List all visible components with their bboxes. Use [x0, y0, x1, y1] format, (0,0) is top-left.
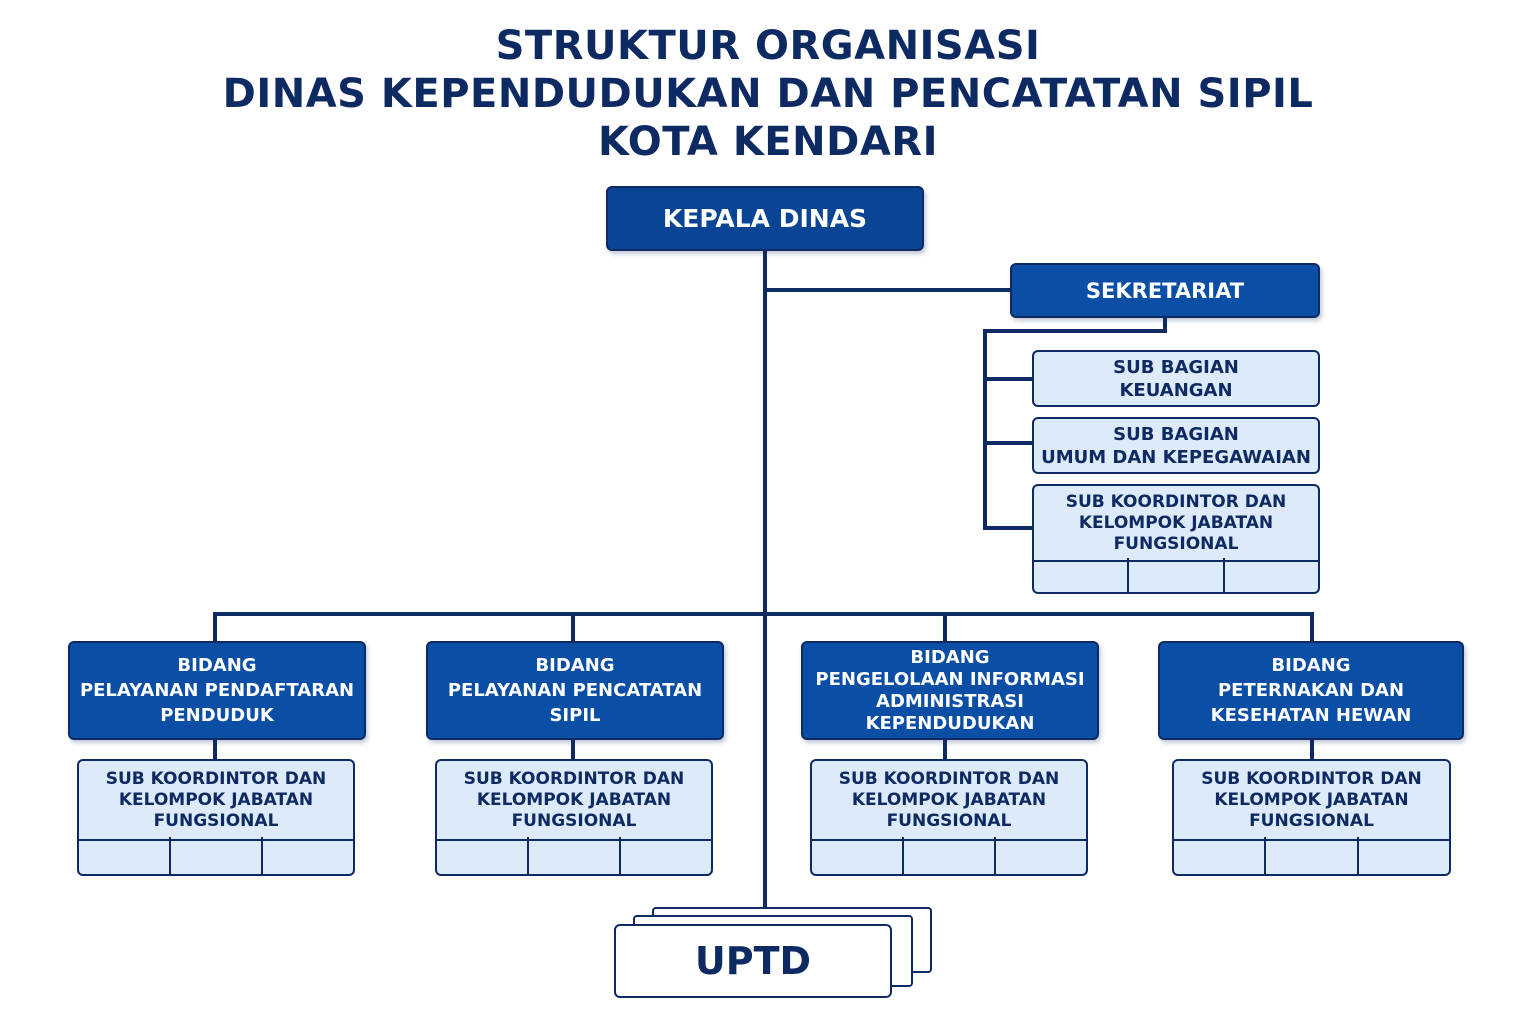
kfg-line-3: FUNGSIONAL	[886, 810, 1012, 831]
kfg-line-1: SUB KOORDINTOR DAN	[1201, 768, 1422, 789]
kfg-line-1: SUB KOORDINTOR DAN	[1065, 491, 1287, 512]
bidang-peternakan-kesehatan-hewan-box: BIDANG PETERNAKAN DAN KESEHATAN HEWAN	[1158, 641, 1464, 740]
kfg-cell	[812, 837, 904, 874]
kfg-cell	[1359, 837, 1449, 874]
chart-title-line-2: DINAS KEPENDUDUKAN DAN PENCATATAN SIPIL	[222, 71, 1314, 117]
sekretariat-kfg-box: SUB KOORDINTOR DAN KELOMPOK JABATAN FUNG…	[1032, 484, 1320, 594]
kfg-line-1: SUB KOORDINTOR DAN	[105, 768, 327, 789]
bidang-3-kfg-box: SUB KOORDINTOR DAN KELOMPOK JABATAN FUNG…	[810, 759, 1088, 876]
kfg-line-2: KELOMPOK JABATAN	[1078, 512, 1274, 533]
bidang-1-kfg-box: SUB KOORDINTOR DAN KELOMPOK JABATAN FUNG…	[77, 759, 355, 876]
bidang-4-kfg-box: SUB KOORDINTOR DAN KELOMPOK JABATAN FUNG…	[1172, 759, 1451, 876]
kfg-line-3: FUNGSIONAL	[1113, 533, 1239, 554]
sekretariat-label: SEKRETARIAT	[1085, 278, 1245, 303]
kfg-line-2: KELOMPOK JABATAN	[476, 789, 672, 810]
kfg-cell	[79, 837, 171, 874]
kfg-cell	[1266, 837, 1359, 874]
kfg-cell	[904, 837, 996, 874]
bidang-2-line-3: SIPIL	[549, 705, 601, 726]
bidang-1-line-2: PELAYANAN PENDAFTARAN	[79, 680, 355, 701]
bidang-1-line-1: BIDANG	[177, 655, 257, 676]
chart-title-line-3: KOTA KENDARI	[598, 119, 938, 165]
kfg-cell	[1174, 837, 1267, 874]
kfg-cell	[1225, 558, 1318, 592]
kfg-line-2: KELOMPOK JABATAN	[1214, 789, 1409, 810]
bidang-3-line-3: ADMINISTRASI	[876, 690, 1024, 712]
bidang-4-line-3: KESEHATAN HEWAN	[1210, 705, 1412, 726]
kfg-line-2: KELOMPOK JABATAN	[851, 789, 1047, 810]
bidang-3-line-1: BIDANG	[910, 646, 990, 668]
bidang-3-line-4: KEPENDUDUKAN	[865, 712, 1035, 734]
kfg-cell	[437, 837, 529, 874]
kepala-dinas-box: KEPALA DINAS	[606, 186, 924, 251]
kfg-line-2: KELOMPOK JABATAN	[118, 789, 314, 810]
sub-bagian-umum-box: SUB BAGIAN UMUM DAN KEPEGAWAIAN	[1032, 417, 1320, 474]
kfg-cell	[529, 837, 621, 874]
kfg-cell	[1129, 558, 1225, 592]
kfg-cell	[171, 837, 263, 874]
sekretariat-box: SEKRETARIAT	[1010, 263, 1320, 318]
bidang-4-line-2: PETERNAKAN DAN	[1217, 680, 1405, 701]
bidang-4-line-1: BIDANG	[1271, 655, 1351, 676]
bidang-pendaftaran-penduduk-box: BIDANG PELAYANAN PENDAFTARAN PENDUDUK	[68, 641, 366, 740]
kfg-cell	[996, 837, 1086, 874]
bidang-2-kfg-box: SUB KOORDINTOR DAN KELOMPOK JABATAN FUNG…	[435, 759, 713, 876]
uptd-label: UPTD	[694, 939, 812, 983]
kfg-line-1: SUB KOORDINTOR DAN	[463, 768, 685, 789]
uptd-box: UPTD	[614, 924, 892, 998]
bidang-3-line-2: PENGELOLAAN INFORMASI	[815, 668, 1085, 690]
kfg-line-1: SUB KOORDINTOR DAN	[838, 768, 1060, 789]
bidang-2-line-1: BIDANG	[535, 655, 615, 676]
sub-bagian-keuangan-line-2: KEUANGAN	[1119, 379, 1233, 401]
sub-bagian-keuangan-line-1: SUB BAGIAN	[1113, 356, 1239, 378]
sub-bagian-umum-line-1: SUB BAGIAN	[1113, 423, 1239, 445]
bidang-informasi-adminduk-box: BIDANG PENGELOLAAN INFORMASI ADMINISTRAS…	[801, 641, 1099, 740]
kfg-line-3: FUNGSIONAL	[511, 810, 637, 831]
kepala-dinas-label: KEPALA DINAS	[662, 204, 868, 233]
bidang-1-line-3: PENDUDUK	[160, 705, 274, 726]
kfg-cell	[263, 837, 353, 874]
kfg-line-3: FUNGSIONAL	[1249, 810, 1374, 831]
kfg-line-3: FUNGSIONAL	[153, 810, 279, 831]
sub-bagian-keuangan-box: SUB BAGIAN KEUANGAN	[1032, 350, 1320, 407]
sub-bagian-umum-line-2: UMUM DAN KEPEGAWAIAN	[1041, 446, 1311, 468]
bidang-pencatatan-sipil-box: BIDANG PELAYANAN PENCATATAN SIPIL	[426, 641, 724, 740]
chart-title-line-1: STRUKTUR ORGANISASI	[495, 23, 1041, 69]
bidang-2-line-2: PELAYANAN PENCATATAN	[447, 680, 703, 701]
kfg-cell	[621, 837, 711, 874]
kfg-cell	[1034, 558, 1130, 592]
